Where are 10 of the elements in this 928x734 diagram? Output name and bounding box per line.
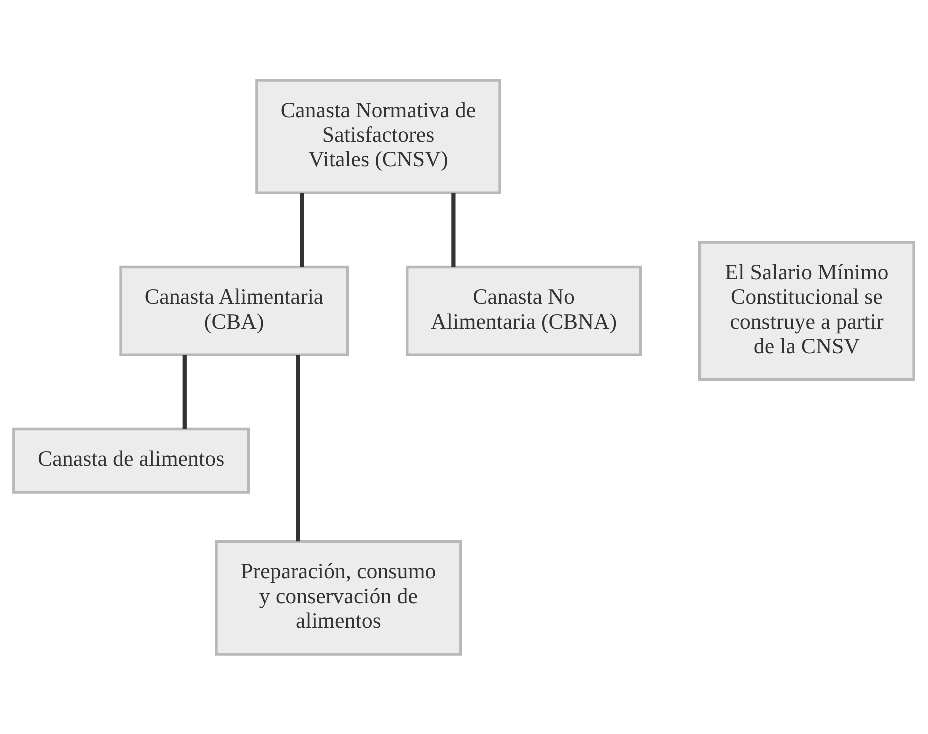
connector xyxy=(296,354,300,542)
node-box: Canasta Normativa de Satisfactores Vitales (CNSV) xyxy=(256,78,502,194)
node-box: Preparación, consumo y conservación de alimentos xyxy=(215,540,462,656)
node-box: Canasta Alimentaria (CBA) xyxy=(120,265,349,356)
node-box: Canasta No Alimentaria (CBNA) xyxy=(406,265,642,356)
node-box: Canasta de alimentos xyxy=(12,427,250,494)
node-box: El Salario Mínimo Constitucional se construye a partir de la CNSV xyxy=(698,240,916,381)
connector xyxy=(300,192,304,266)
connector xyxy=(182,354,187,428)
connector xyxy=(452,192,456,266)
